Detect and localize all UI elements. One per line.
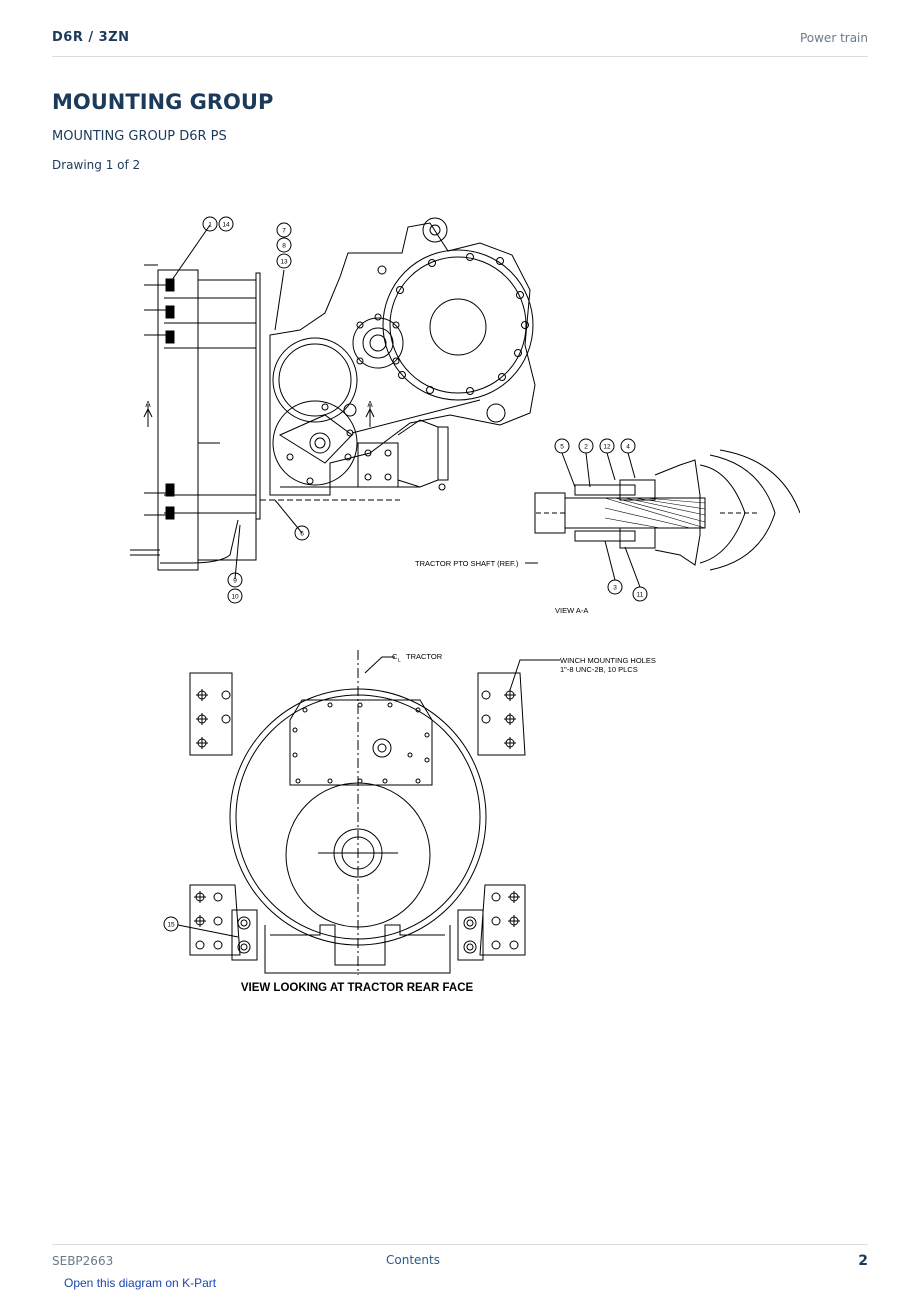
left-lower-bracket — [189, 884, 241, 956]
base-frame — [264, 925, 451, 974]
section-name: Power train — [799, 31, 868, 45]
callout-11[interactable]: 11 — [637, 592, 644, 599]
section-mark-left: A — [145, 400, 151, 409]
page-footer: SEBP2663 Contents 2 — [52, 1244, 868, 1275]
model-serial: D6R / 3ZN — [52, 30, 130, 45]
callout-6[interactable]: 6 — [300, 531, 304, 538]
frame-left-block — [157, 269, 199, 571]
callout-2[interactable]: 2 — [584, 444, 588, 451]
frame-middle-block — [197, 279, 257, 561]
parts-diagram-svg: 1 14 7 8 13 6 9 10 5 2 12 4 3 11 15 A A … — [130, 216, 801, 994]
left-upper-bracket — [189, 672, 233, 756]
callout-13[interactable]: 13 — [280, 259, 288, 266]
callout-7[interactable]: 7 — [282, 228, 286, 235]
page-number: 2 — [858, 1253, 868, 1269]
top-cover-plate — [289, 699, 433, 786]
section-arrow-right — [365, 405, 375, 427]
callout-10[interactable]: 10 — [231, 594, 239, 601]
lifting-eye — [422, 217, 448, 243]
pto-housing-outline — [269, 222, 536, 496]
callout-1[interactable]: 1 — [208, 222, 212, 229]
pinion-cover — [272, 400, 358, 486]
clutch-cover — [272, 337, 358, 423]
coupling-housing — [654, 459, 701, 566]
gear-cover-center — [429, 298, 487, 356]
tractor-label: TRACTOR — [406, 652, 443, 661]
callout-9[interactable]: 9 — [233, 578, 237, 585]
section-mark-right: A — [367, 400, 373, 409]
right-upper-bracket — [477, 672, 526, 756]
right-lower-bracket — [479, 884, 526, 956]
open-in-kpart-link[interactable]: Open this diagram on K-Part — [64, 1276, 217, 1290]
centerline-sub-label: L — [398, 658, 401, 664]
page-header: D6R / 3ZN Power train — [52, 28, 868, 57]
callout-3[interactable]: 3 — [613, 585, 617, 592]
rear-face-view-label: VIEW LOOKING AT TRACTOR REAR FACE — [241, 982, 474, 994]
input-cover — [352, 317, 404, 369]
frame-foot — [160, 519, 239, 564]
mounting-holes-label: WINCH MOUNTING HOLES — [560, 656, 656, 665]
page-title: MOUNTING GROUP — [52, 90, 274, 114]
pto-shaft-label: TRACTOR PTO SHAFT (REF.) — [415, 559, 519, 568]
clevis-bracket — [397, 419, 439, 488]
gear-cover-large — [382, 249, 534, 401]
page-subtitle: MOUNTING GROUP D6R PS — [52, 129, 227, 144]
view-aa-label: VIEW A-A — [555, 606, 588, 615]
lower-gear-box — [357, 442, 399, 488]
section-arrow-left — [143, 405, 153, 427]
document-code: SEBP2663 — [52, 1254, 114, 1268]
callout-8[interactable]: 8 — [282, 243, 286, 250]
parts-diagram[interactable]: 1 14 7 8 13 6 9 10 5 2 12 4 3 11 15 A A … — [120, 195, 801, 1005]
centerline-label: C — [392, 652, 398, 661]
mounting-holes-spec: 1"-8 UNC-2B, 10 PLCS — [560, 665, 638, 674]
callout-4[interactable]: 4 — [626, 444, 630, 451]
callout-12[interactable]: 12 — [603, 444, 611, 451]
drawing-count: Drawing 1 of 2 — [52, 158, 141, 172]
callout-15[interactable]: 15 — [167, 922, 175, 929]
callout-5[interactable]: 5 — [560, 444, 564, 451]
frame-plate — [255, 272, 261, 520]
callout-14[interactable]: 14 — [222, 222, 230, 229]
contents-link[interactable]: Contents — [386, 1253, 440, 1267]
